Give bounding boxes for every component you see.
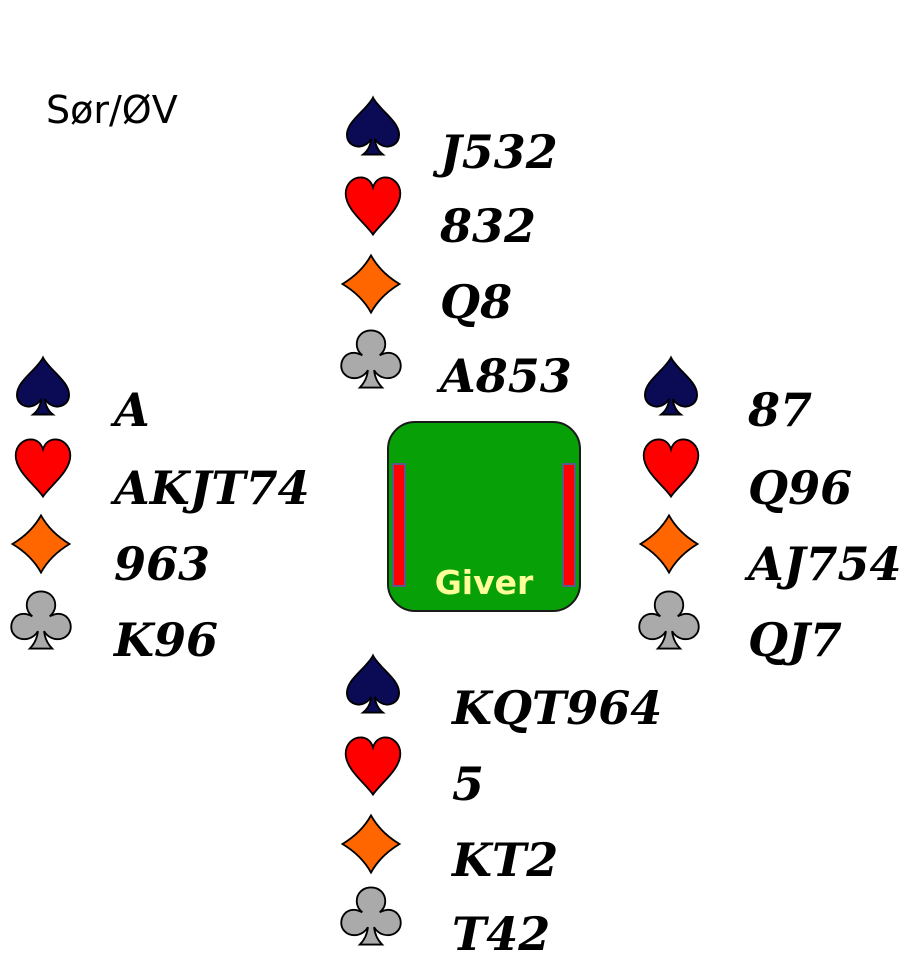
club-icon (638, 589, 700, 651)
south-hearts: 5 (452, 757, 485, 811)
spade-icon (640, 355, 702, 417)
diamond-icon (340, 813, 402, 875)
hand-south: KQT964 5 KT2 T42 (338, 653, 678, 957)
diamond-icon (638, 513, 700, 575)
east-hearts: Q96 (748, 461, 853, 515)
north-diamonds: Q8 (440, 275, 513, 329)
hand-north: J532 832 Q8 A853 (338, 95, 678, 399)
deal-info-label: Sør/ØV (46, 88, 178, 132)
diamond-icon (10, 513, 72, 575)
heart-icon (342, 175, 404, 237)
north-hearts: 832 (440, 199, 537, 253)
west-diamonds: 963 (114, 537, 211, 591)
west-clubs: K96 (114, 613, 218, 667)
north-clubs: A853 (440, 349, 572, 403)
vulnerability-bar-east (562, 463, 576, 587)
east-spades: 87 (748, 383, 813, 437)
table-indicator: Giver (387, 421, 581, 612)
vulnerability-bar-west (392, 463, 406, 587)
north-spades: J532 (440, 125, 558, 179)
hand-east: 87 Q96 AJ754 QJ7 (636, 355, 902, 663)
east-diamonds: AJ754 (748, 537, 902, 591)
dealer-label: Giver (434, 563, 534, 602)
heart-icon (640, 437, 702, 499)
hand-west: A AKJT74 963 K96 (10, 355, 350, 663)
east-clubs: QJ7 (748, 613, 842, 667)
diamond-icon (340, 253, 402, 315)
spade-icon (12, 355, 74, 417)
heart-icon (342, 735, 404, 797)
spade-icon (342, 95, 404, 157)
south-diamonds: KT2 (452, 833, 559, 887)
heart-icon (12, 437, 74, 499)
west-spades: A (114, 383, 150, 437)
west-hearts: AKJT74 (114, 461, 310, 515)
south-clubs: T42 (452, 907, 551, 961)
south-spades: KQT964 (452, 681, 663, 735)
club-icon (340, 885, 402, 947)
club-icon (10, 589, 72, 651)
spade-icon (342, 653, 404, 715)
